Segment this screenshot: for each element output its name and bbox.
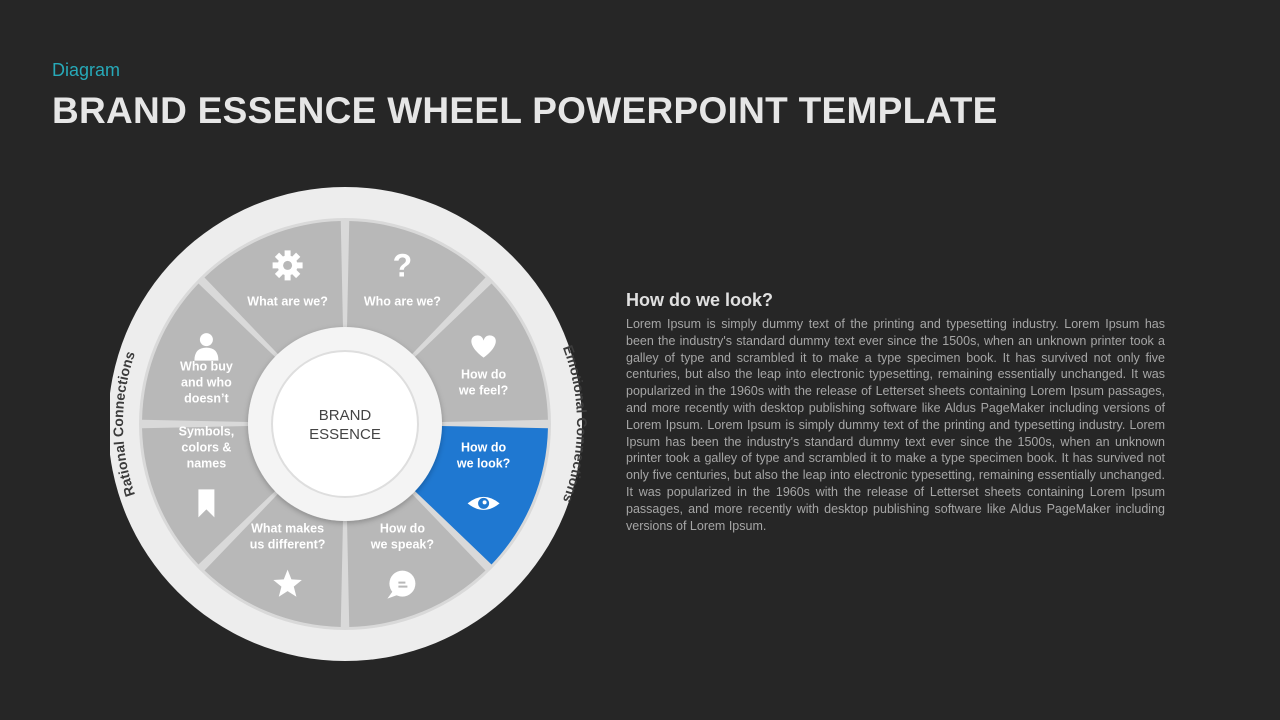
section-label: Diagram [52, 60, 121, 80]
segment-who-are-we[interactable] [347, 221, 486, 355]
detail-heading: How do we look? [626, 290, 773, 310]
hub-label-line2: ESSENCE [309, 426, 381, 443]
heart-icon [471, 335, 496, 358]
segment-label-how-do-we-speak-line2: we speak? [370, 538, 434, 552]
segments-group: ? Who are we? How do we feel? How do we look?… [142, 221, 548, 627]
brand-essence-wheel: ? Who are we? How do we feel? How do we look?… [110, 186, 590, 662]
segment-label-what-makes-us-different-line2: us different? [250, 538, 326, 552]
segment-label-who-buy-and-who-doesnt-line2: and who [181, 376, 232, 390]
segment-what-makes-us-different[interactable] [204, 493, 343, 627]
bookmark-icon [198, 489, 215, 518]
svg-text:?: ? [393, 247, 413, 283]
hub-core [271, 350, 419, 498]
segment-label-what-are-we-line1: What are we? [247, 294, 328, 308]
segment-how-do-we-speak[interactable] [347, 493, 486, 627]
segment-label-who-buy-and-who-doesnt-line1: Who buy [180, 360, 233, 374]
wheel-graphic: ? Who are we? How do we feel? How do we look?… [110, 187, 590, 661]
question-icon: ? [393, 247, 413, 283]
gear-icon [272, 250, 303, 281]
hub-label-line1: BRAND [319, 407, 372, 424]
segment-label-symbols-colors-names-line1: Symbols, [179, 424, 235, 438]
star-icon [273, 569, 302, 597]
segment-label-how-do-we-look-line2: we look? [456, 456, 510, 470]
page-title: BRAND ESSENCE WHEEL POWERPOINT TEMPLATE [52, 90, 998, 131]
chat-bubble-icon [387, 570, 416, 599]
segment-label-symbols-colors-names-line3: names [187, 456, 227, 470]
eye-icon [467, 496, 500, 510]
segment-label-symbols-colors-names-line2: colors & [181, 440, 231, 454]
segment-label-who-buy-and-who-doesnt-line3: doesn’t [184, 392, 229, 406]
segment-how-do-we-look[interactable] [414, 426, 548, 565]
segment-label-how-do-we-feel-line1: How do [461, 368, 506, 382]
segment-label-how-do-we-look-line1: How do [461, 440, 506, 454]
segment-what-are-we[interactable] [204, 221, 343, 355]
person-icon [194, 333, 219, 361]
segment-label-who-are-we-line1: Who are we? [364, 294, 441, 308]
segment-label-how-do-we-speak-line1: How do [380, 522, 425, 536]
segment-label-how-do-we-feel-line2: we feel? [458, 384, 508, 398]
segment-label-what-makes-us-different-line1: What makes [251, 522, 324, 536]
detail-body: Lorem Ipsum is simply dummy text of the … [626, 317, 1165, 533]
